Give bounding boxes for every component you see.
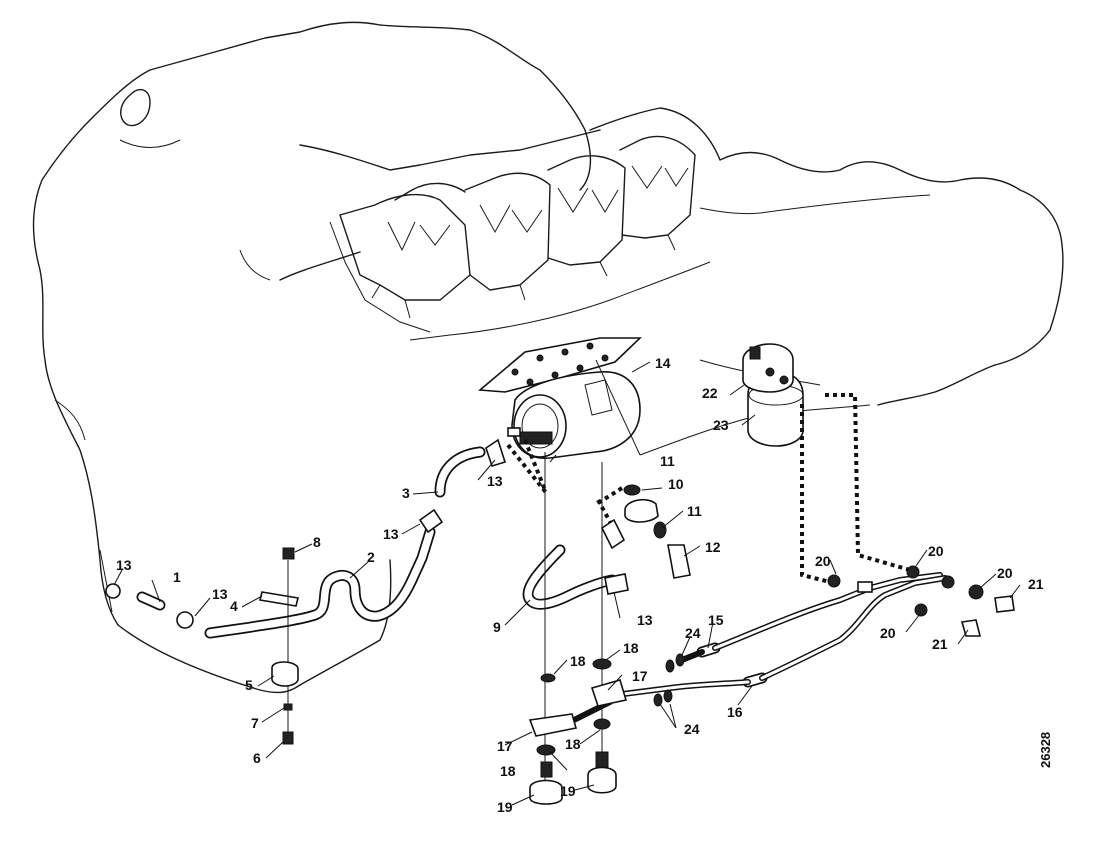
callout-2: 2 bbox=[367, 549, 375, 565]
callout-20-d: 20 bbox=[880, 625, 896, 641]
callout-13-c: 13 bbox=[383, 526, 399, 542]
callout-13-a: 13 bbox=[116, 557, 132, 573]
callout-18-c: 18 bbox=[500, 763, 516, 779]
callout-4: 4 bbox=[230, 598, 238, 614]
callout-labels: 1 2 3 4 5 6 7 8 9 10 11 11 12 13 13 13 1… bbox=[116, 355, 1044, 815]
callout-1: 1 bbox=[173, 569, 181, 585]
callout-21-lower: 21 bbox=[932, 636, 948, 652]
figure-number: 26328 bbox=[1038, 732, 1053, 768]
small-parts bbox=[105, 427, 1015, 805]
callout-6: 6 bbox=[253, 750, 261, 766]
callout-16: 16 bbox=[727, 704, 743, 720]
callout-24-lower: 24 bbox=[684, 721, 700, 737]
callout-24-upper: 24 bbox=[685, 625, 701, 641]
callout-14: 14 bbox=[655, 355, 671, 371]
callout-8: 8 bbox=[313, 534, 321, 550]
callout-18-a: 18 bbox=[570, 653, 586, 669]
callout-11-upper: 11 bbox=[660, 453, 675, 469]
callout-19-left: 19 bbox=[497, 799, 513, 815]
callout-17-left: 17 bbox=[497, 738, 513, 754]
callout-13-d: 13 bbox=[487, 473, 503, 489]
cylinder-heads bbox=[329, 135, 696, 333]
callout-20-c: 20 bbox=[997, 565, 1013, 581]
callout-15: 15 bbox=[708, 612, 724, 628]
callout-7: 7 bbox=[251, 715, 259, 731]
callout-9: 9 bbox=[493, 619, 501, 635]
callout-13-b: 13 bbox=[212, 586, 228, 602]
callout-18-b: 18 bbox=[623, 640, 639, 656]
expansion-tank bbox=[742, 343, 804, 447]
callout-3: 3 bbox=[402, 485, 410, 501]
callout-20-b: 20 bbox=[928, 543, 944, 559]
connection-dashed-lines bbox=[506, 359, 911, 584]
callout-12: 12 bbox=[705, 539, 721, 555]
callout-19-right: 19 bbox=[560, 783, 576, 799]
callout-11-lower: 11 bbox=[687, 503, 702, 519]
callout-21-upper: 21 bbox=[1028, 576, 1044, 592]
callout-22: 22 bbox=[702, 385, 718, 401]
hoses-and-pipes bbox=[136, 446, 948, 725]
callout-23: 23 bbox=[713, 417, 729, 433]
callout-17-right: 17 bbox=[632, 668, 648, 684]
callout-18-d: 18 bbox=[565, 736, 581, 752]
callout-20-a: 20 bbox=[815, 553, 831, 569]
callout-5: 5 bbox=[245, 677, 253, 693]
callout-10: 10 bbox=[668, 476, 684, 492]
leader-lines bbox=[113, 361, 1021, 806]
thermostat-housing bbox=[477, 337, 642, 463]
callout-13-e: 13 bbox=[637, 612, 653, 628]
